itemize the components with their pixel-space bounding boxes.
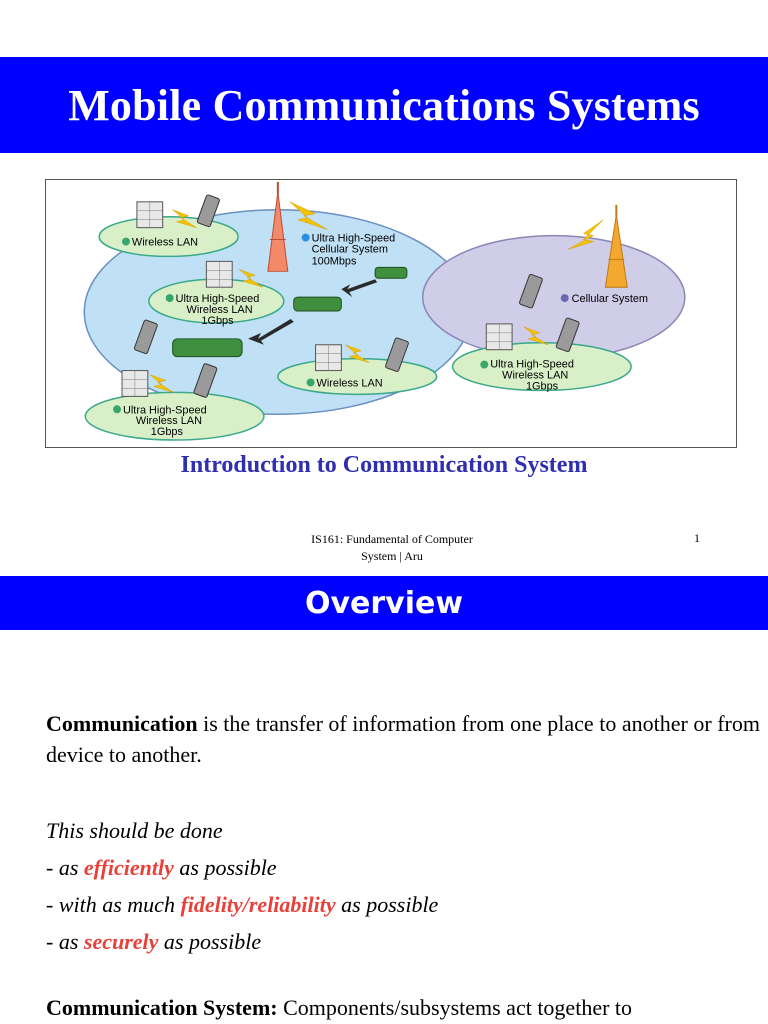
uhs-lan-right-label-3: 1Gbps	[526, 380, 559, 392]
goals-list: This should be done - as efficiently as …	[46, 812, 760, 960]
wireless-lan-top-label: Wireless LAN	[132, 237, 198, 249]
cellular-label-3: 100Mbps	[312, 255, 357, 267]
list-item-suffix: as possible	[158, 929, 262, 954]
list-item-highlight: efficiently	[83, 855, 174, 880]
communication-definition: Communication is the transfer of informa…	[46, 708, 760, 770]
list-item-prefix: - as	[46, 855, 84, 880]
mobile-phone-icon	[133, 194, 580, 398]
list-item: - with as much fidelity/reliability as p…	[46, 886, 760, 923]
uhs-lan-mid-label-2: Wireless LAN	[187, 304, 253, 316]
uhs-lan-left-label-3: 1Gbps	[151, 426, 184, 438]
list-item-suffix: as possible	[335, 892, 439, 917]
slide-title: Mobile Communications Systems	[68, 80, 700, 130]
footer-course-line2: System | Aru	[361, 549, 423, 563]
uhs-lan-mid-label-1: Ultra High-Speed	[176, 293, 260, 305]
title-band: Mobile Communications Systems	[0, 57, 768, 153]
page-number: 1	[694, 531, 700, 545]
list-item-suffix: as possible	[173, 855, 277, 880]
uhs-lan-left-label-2: Wireless LAN	[136, 415, 202, 427]
network-diagram: Wireless LAN Ultra High-Speed Cellular S…	[45, 179, 737, 448]
definition-term: Communication	[46, 711, 198, 736]
uhs-lan-mid-label-3: 1Gbps	[201, 315, 234, 327]
communication-system-definition: Communication System: Components/subsyst…	[46, 992, 760, 1023]
slide-subtitle: Introduction to Communication System	[180, 452, 588, 478]
comm-system-term: Communication System:	[46, 995, 278, 1020]
list-item-prefix: - with as much	[46, 892, 181, 917]
uhs-lan-right-label-1: Ultra High-Speed	[490, 359, 574, 371]
footer-course-line1: IS161: Fundamental of Computer	[311, 532, 473, 546]
footer-course: IS161: Fundamental of Computer System | …	[282, 531, 502, 565]
label-bullets	[113, 233, 569, 414]
list-item: - as efficiently as possible	[46, 849, 760, 886]
goals-intro: This should be done	[46, 818, 223, 843]
car-icon	[172, 266, 408, 358]
tower-icon-right	[604, 204, 628, 288]
uhs-lan-right-label-2: Wireless LAN	[502, 370, 568, 382]
list-item: - as securely as possible	[46, 923, 760, 960]
tower-icon-left	[267, 181, 289, 272]
wireless-lan-top-area	[98, 215, 239, 258]
cellular-label-2: Cellular System	[312, 243, 388, 255]
list-item-highlight: securely	[83, 929, 159, 954]
comm-system-text: Components/subsystems act together to	[277, 995, 633, 1020]
cellular-label-1: Ultra High-Speed	[312, 233, 396, 245]
movement-arrows	[248, 279, 378, 345]
list-item-prefix: - as	[46, 929, 84, 954]
uhs-lan-left-label-1: Ultra High-Speed	[123, 404, 207, 416]
overview-band: Overview	[0, 576, 768, 630]
overview-heading: Overview	[304, 585, 464, 621]
definition-text: is the transfer of information from one …	[46, 711, 760, 767]
signal-bolt-icons	[149, 201, 604, 393]
wireless-lan-bottom-label: Wireless LAN	[317, 377, 383, 389]
list-item-highlight: fidelity/reliability	[180, 892, 336, 917]
uhs-lan-left-area	[84, 391, 265, 441]
cellular-system-label: Cellular System	[572, 293, 648, 305]
